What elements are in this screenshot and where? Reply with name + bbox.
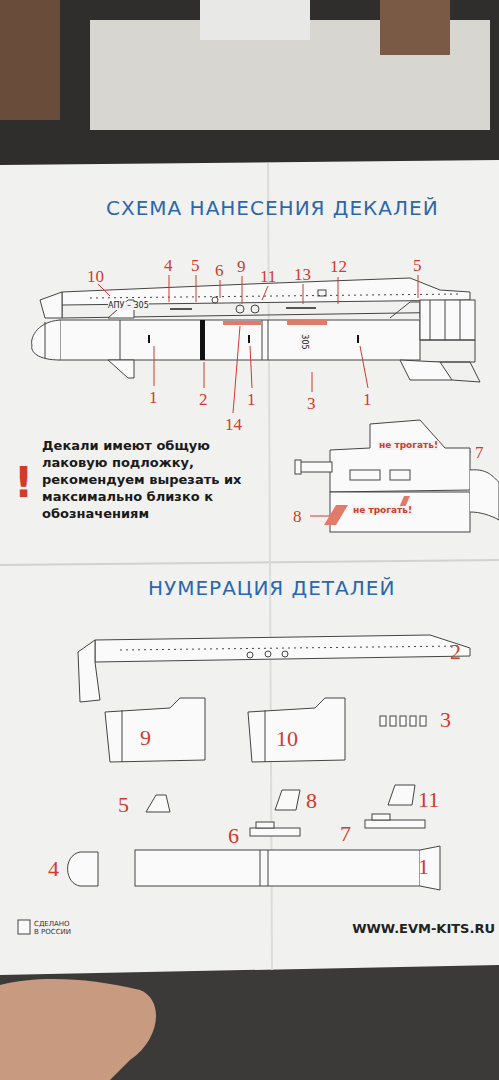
part-number: 2: [450, 641, 461, 663]
decal-text: не трогать!: [352, 506, 413, 515]
part-number: 3: [440, 709, 451, 731]
callout-number: 9: [237, 258, 246, 275]
part-number: 11: [418, 789, 439, 811]
part-number: 4: [48, 858, 59, 880]
part-number: 5: [118, 794, 129, 816]
part-number: 9: [140, 727, 151, 749]
decal-text: не трогать!: [378, 441, 439, 450]
callout-number: 2: [199, 391, 208, 408]
heading: СХЕМА НАНЕСЕНИЯ ДЕКАЛЕЙ: [106, 198, 439, 218]
note-text: Декали имеют общую лаковую подложку, рек…: [42, 438, 277, 522]
heading: НУМЕРАЦИЯ ДЕТАЛЕЙ: [148, 578, 395, 598]
callout-number: 4: [164, 257, 173, 274]
part-number: 6: [228, 825, 239, 847]
callout-number: 7: [475, 444, 484, 461]
part-number: 10: [276, 728, 298, 750]
callout-number: 10: [87, 268, 104, 285]
callout-number: 8: [293, 508, 302, 525]
callout-number: 3: [307, 395, 316, 412]
callout-number: 5: [413, 257, 422, 274]
callout-number: 6: [215, 262, 224, 279]
website: WWW.EVM-KITS.RU: [352, 922, 495, 935]
warning-mark: !: [14, 462, 33, 504]
callout-number: 1: [149, 389, 158, 406]
decal-text: 305: [300, 334, 308, 349]
decal-text: АПУ – 305: [108, 302, 149, 310]
callout-number: 1: [247, 391, 256, 408]
callout-number: 12: [330, 258, 347, 275]
callout-number: 14: [225, 416, 242, 433]
part-number: 1: [418, 856, 429, 878]
callout-number: 13: [294, 266, 311, 283]
callout-number: 11: [260, 268, 276, 285]
footer-text: СДЕЛАНО В РОССИИ: [34, 921, 74, 936]
part-number: 7: [340, 823, 351, 845]
part-number: 8: [306, 790, 317, 812]
callout-number: 1: [363, 391, 372, 408]
callout-number: 5: [191, 257, 200, 274]
